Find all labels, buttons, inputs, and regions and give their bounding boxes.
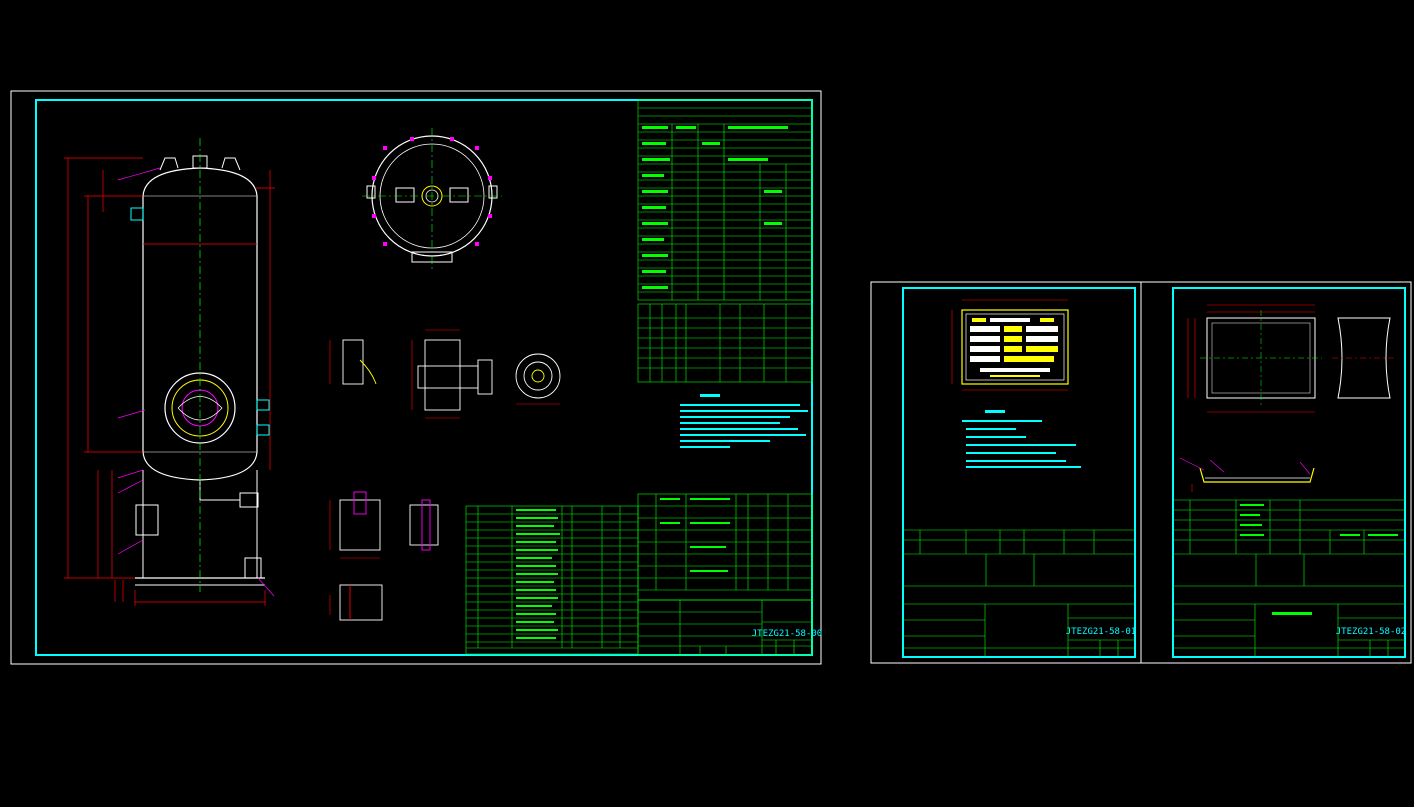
nameplate-dimensions (951, 299, 1068, 391)
nozzle-table (637, 303, 813, 383)
paper-border-bracket (1140, 281, 1412, 664)
bill-of-materials (465, 493, 813, 655)
title-block-bracket (1173, 499, 1405, 657)
detail-dimensions (329, 329, 560, 615)
bracket-dimensions (1187, 304, 1315, 413)
bracket-table-text-marks (1240, 504, 1398, 615)
sheet-main-assembly: JTEZG21-58-00 (10, 90, 822, 665)
bracket-section-view (1179, 457, 1315, 492)
sheet-nameplate: JTEZG21-58-01 (870, 281, 1142, 664)
frame-border-nameplate (902, 287, 1136, 658)
nameplate-notes (962, 410, 1081, 468)
frame-border-bracket (1172, 287, 1406, 658)
nameplate-drawing (961, 309, 1069, 385)
vessel-leaders (117, 167, 275, 597)
title-block-nameplate (903, 529, 1135, 657)
technical-data-table (637, 99, 813, 301)
vessel-dimensions (64, 157, 275, 606)
drawing-number-bracket: JTEZG21-58-02 (1336, 627, 1406, 637)
drawing-number-nameplate: JTEZG21-58-01 (1066, 627, 1136, 637)
technical-notes (680, 394, 808, 448)
bom-text-marks (516, 498, 730, 639)
title-block-main (637, 599, 813, 656)
drawing-number-main: JTEZG21-58-00 (752, 629, 822, 639)
plan-view-top (362, 128, 502, 272)
detail-views (339, 339, 561, 621)
technical-data-text-marks (642, 126, 788, 289)
bracket-plate-drawing (1200, 310, 1396, 406)
vessel-elevation-view (130, 138, 270, 592)
paper-border-main (10, 90, 822, 665)
sheet-nameplate-bracket: JTEZG21-58-02 (1140, 281, 1412, 664)
